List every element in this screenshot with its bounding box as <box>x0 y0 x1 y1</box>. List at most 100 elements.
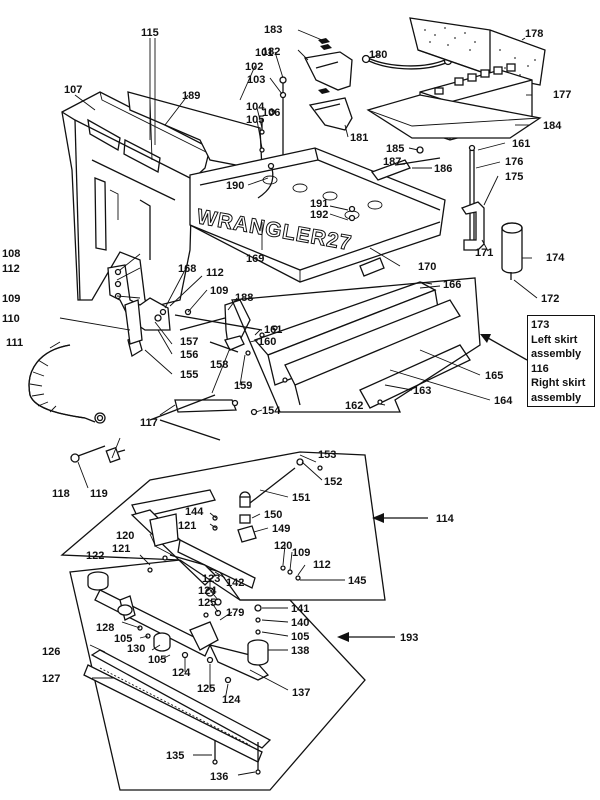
label-124c: 124 <box>222 694 241 706</box>
label-172: 172 <box>541 293 559 305</box>
label-121b: 121 <box>112 543 130 555</box>
cable <box>257 167 274 199</box>
label-165: 165 <box>485 370 503 382</box>
label-156: 156 <box>180 349 198 361</box>
skirt-outline <box>231 277 481 413</box>
label-161b: 161 <box>264 324 282 336</box>
callout-line-right-skirt: Right skirt <box>531 377 586 389</box>
label-138: 138 <box>291 645 309 657</box>
label-107: 107 <box>64 84 82 96</box>
label-187: 187 <box>383 156 401 168</box>
label-181: 181 <box>350 132 368 144</box>
label-137: 137 <box>292 687 310 699</box>
label-124b: 124 <box>172 667 191 679</box>
label-153: 153 <box>318 449 336 461</box>
label-105d: 105 <box>148 654 166 666</box>
label-185: 185 <box>386 143 404 155</box>
label-124: 124 <box>198 585 217 597</box>
label-171: 171 <box>475 247 493 259</box>
linkage-arm <box>149 394 258 441</box>
label-158: 158 <box>210 359 228 371</box>
linkage-assembly <box>130 458 323 589</box>
label-114: 114 <box>436 513 455 525</box>
label-180: 180 <box>369 49 387 61</box>
label-155: 155 <box>180 369 198 381</box>
label-108: 108 <box>2 248 20 260</box>
label-193: 193 <box>400 632 418 644</box>
label-112b: 112 <box>206 267 224 279</box>
squeegee-assembly <box>87 571 270 684</box>
label-120: 120 <box>116 530 134 542</box>
label-109b: 109 <box>210 285 228 297</box>
label-125: 125 <box>198 597 216 609</box>
label-168: 168 <box>178 263 196 275</box>
label-127: 127 <box>42 673 60 685</box>
label-190: 190 <box>226 180 244 192</box>
linkage-outline <box>60 451 386 601</box>
label-105: 105 <box>246 114 264 126</box>
label-145: 145 <box>348 575 366 587</box>
callout-line-assembly-1: assembly <box>531 348 582 360</box>
hold-down-rod <box>468 144 476 245</box>
skirt-assembly <box>253 281 471 409</box>
callout-line-173: 173 <box>531 319 550 331</box>
label-188: 188 <box>235 292 253 304</box>
label-159: 159 <box>234 380 252 392</box>
label-157: 157 <box>180 336 198 348</box>
plate <box>127 91 263 171</box>
label-152: 152 <box>324 476 342 488</box>
label-109c: 109 <box>292 547 310 559</box>
label-184: 184 <box>543 120 562 132</box>
battery-tray-plate <box>366 94 542 139</box>
label-160: 160 <box>258 336 276 348</box>
label-142: 142 <box>226 577 244 589</box>
callout-line-left-skirt: Left skirt <box>531 333 578 346</box>
label-120b: 120 <box>274 540 292 552</box>
label-115: 115 <box>141 27 159 39</box>
battery-tray <box>189 147 446 283</box>
callout-arrows <box>337 334 528 642</box>
label-174: 174 <box>546 252 565 264</box>
squeegee-blades <box>83 649 272 775</box>
label-112: 112 <box>2 263 20 275</box>
battery-cable <box>361 54 453 70</box>
label-130: 130 <box>127 643 145 655</box>
label-177: 177 <box>553 89 571 101</box>
callout-line-assembly-2: assembly <box>531 391 582 404</box>
label-151: 151 <box>292 492 310 504</box>
callout-line-116: 116 <box>531 362 549 375</box>
label-119: 119 <box>90 488 108 500</box>
rod-bracket <box>461 201 485 251</box>
label-109: 109 <box>2 293 20 305</box>
label-102: 102 <box>245 61 263 73</box>
label-125b: 125 <box>197 683 215 695</box>
label-176: 176 <box>505 156 523 168</box>
label-136: 136 <box>210 771 228 783</box>
part-labels: 115 101 102 103 189 107 104 105 106 183 … <box>2 24 571 783</box>
label-189: 189 <box>182 90 200 102</box>
label-103: 103 <box>247 74 265 86</box>
squeegee-outline <box>69 559 366 791</box>
bracket-parts <box>304 38 353 131</box>
skirt-assembly-callout-box: 173 Left skirt assembly 116 Right skirt … <box>527 315 595 407</box>
label-117: 117 <box>140 417 158 429</box>
label-121: 121 <box>178 520 196 532</box>
label-175: 175 <box>505 171 523 183</box>
label-166: 166 <box>443 279 461 291</box>
label-110: 110 <box>2 313 20 325</box>
label-163: 163 <box>413 385 431 397</box>
label-106: 106 <box>262 107 280 119</box>
hose <box>28 344 106 424</box>
label-111: 111 <box>6 337 23 349</box>
pin-and-clip <box>70 445 126 464</box>
label-118: 118 <box>52 488 70 500</box>
label-144: 144 <box>185 506 204 518</box>
label-141: 141 <box>291 603 309 615</box>
label-191: 191 <box>310 198 328 210</box>
label-192: 192 <box>310 209 328 221</box>
lever-bracket <box>107 264 278 356</box>
label-183: 183 <box>264 24 282 36</box>
label-105b: 105 <box>114 633 132 645</box>
label-169: 169 <box>246 253 264 265</box>
